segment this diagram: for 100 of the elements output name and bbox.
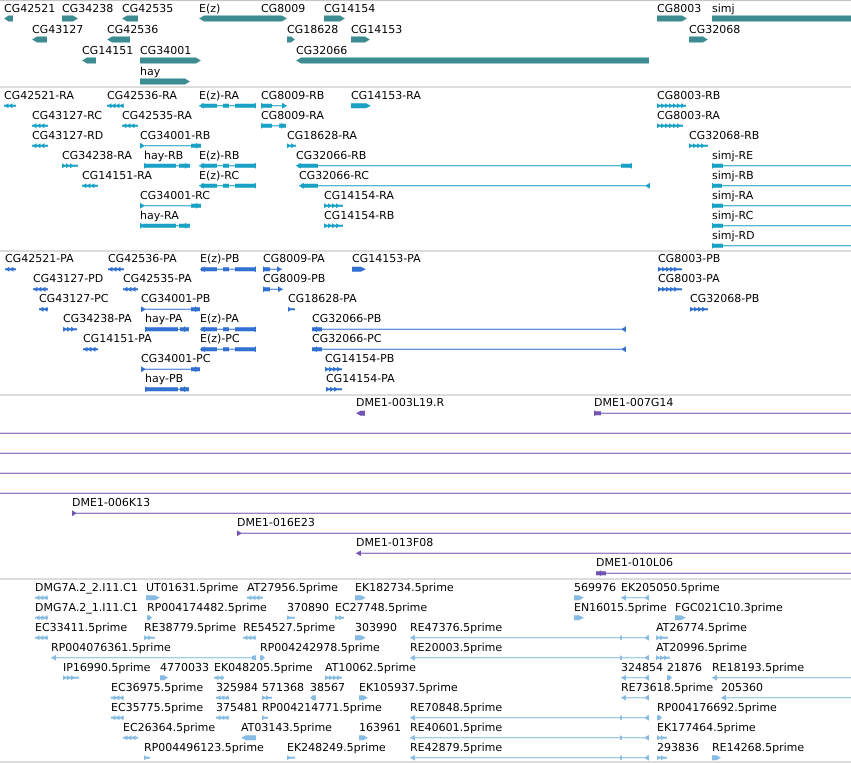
gene-name: hay [140,64,160,78]
est-name: 21876 [667,660,702,675]
est-name: EK205050.5prime [621,580,720,595]
gene-name: simj [712,2,735,16]
transcript-name: CG34238-RA [62,148,132,163]
est-name: 370890 [287,600,329,615]
est-name: EC27748.5prime [335,600,428,615]
est-name: 569976 [574,580,616,595]
transcript-name: CG8003-RB [657,88,720,103]
protein-name: E(z)-PA [200,312,239,326]
est-name: RP004176692.5prime [657,700,777,715]
transcript-name: CG8009-RB [261,88,324,103]
est-name: 375481 [216,700,258,715]
est-name: AT20996.5prime [656,640,747,655]
est-name: RP004496123.5prime [144,740,264,755]
transcript-name: E(z)-RC [199,168,240,183]
transcript-name: CG14153-RA [351,88,421,103]
protein-name: CG14153-PA [352,252,421,266]
est-name: 38567 [310,680,345,695]
transcript-name: CG43127-RC [32,108,102,123]
clone-name: DME1-006K13 [72,496,150,510]
protein-name: CG8003-PA [658,272,720,286]
protein-name: hay-PA [145,312,182,326]
transcript-name: CG8003-RA [657,108,720,123]
gene-name: CG14153 [351,22,402,36]
transcript-name: CG14151-RA [82,168,152,183]
est-name: RE18193.5prime [712,660,804,675]
transcript-name: CG32066-RB [296,148,366,163]
est-name: EC26364.5prime [123,720,216,735]
est-name: EC36975.5prime [111,680,204,695]
transcript-name: CG8009-RA [261,108,324,123]
est-name: AT10062.5prime [325,660,416,675]
transcript-name: simj-RB [712,168,754,183]
clone-name: DME1-007G14 [594,396,674,410]
est-name: RP004174482.5prime [147,600,267,615]
est-name: EC35775.5prime [111,700,204,715]
protein-name: CG8009-PA [263,252,325,266]
transcript-name: CG42536-RA [107,88,177,103]
gene-name: E(z) [199,2,220,16]
transcript-name: simj-RE [712,148,754,163]
est-name: RE54527.5prime [243,620,336,635]
est-name: EC33411.5prime [35,620,128,635]
est-name: UT01631.5prime [146,580,238,595]
protein-name: CG14151-PA [83,332,152,346]
protein-name: hay-PB [145,372,184,386]
est-name: RP004076361.5prime [51,640,171,655]
transcript-name: simj-RD [712,228,755,243]
gene-name: CG42536 [107,22,158,36]
est-name: DMG7A.2_1.I11.C1 [35,600,138,615]
gene-name: CG42535 [122,2,174,16]
transcript-name: simj-RC [712,208,754,223]
transcript-name: CG42521-RA [4,88,74,103]
clone-name: DME1-013F08 [356,536,434,550]
est-name: EK048205.5prime [214,660,313,675]
protein-name: CG32066-PC [312,332,382,346]
gene-name: CG32066 [296,44,348,58]
protein-name: CG34001-PB [141,292,210,306]
transcript-name: CG14154-RB [324,208,394,223]
transcript-name: E(z)-RA [199,88,239,103]
protein-name: CG34238-PA [63,312,132,326]
protein-name: CG8003-PB [658,252,720,266]
protein-name: CG14154-PA [326,372,395,386]
protein-name: CG42535-PA [123,272,192,286]
protein-name: CG32066-PB [312,312,382,326]
est-name: AT26774.5prime [656,620,747,635]
transcript-name: CG32066-RC [299,168,369,183]
gene-name: CG18628 [287,22,338,36]
est-name: RE14268.5prime [712,740,804,755]
est-name: 303990 [355,620,397,635]
est-name: AT27956.5prime [247,580,338,595]
est-name: DMG7A.2_2.I11.C1 [35,580,138,595]
est-name: RE70848.5prime [410,700,502,715]
clone-name: DME1-010L06 [596,556,673,570]
gene-name: CG8009 [261,2,306,16]
transcript-name: CG43127-RD [32,128,104,143]
est-name: RE73618.5prime [621,680,714,695]
est-name: RE38779.5prime [144,620,236,635]
transcript-name: hay-RA [140,208,179,223]
est-name: RE42879.5prime [410,740,502,755]
est-name: 163961 [359,720,401,735]
est-name: 4770033 [160,660,209,675]
est-name: RE20003.5prime [410,640,502,655]
est-name: 293836 [657,740,699,755]
est-name: 324854 [621,660,663,675]
est-name: 205360 [721,680,763,695]
est-name: RP004214771.5prime [262,700,382,715]
protein-name: CG43127-PC [39,292,108,306]
transcript-name: CG34001-RC [140,188,210,203]
transcript-name: hay-RB [144,148,184,163]
protein-name: CG42521-PA [5,252,74,266]
transcript-name: E(z)-RB [199,148,240,163]
est-name: EK248249.5prime [287,740,386,755]
protein-name: CG34001-PC [141,352,210,366]
gene-name: CG42521 [4,2,56,16]
est-name: EN16015.5prime [574,600,667,615]
protein-name: CG32068-PB [690,292,760,306]
transcript-name: CG32068-RB [689,128,760,143]
protein-name: CG42536-PA [108,252,177,266]
gene-name: CG8003 [657,2,702,16]
protein-name: E(z)-PC [200,332,240,346]
